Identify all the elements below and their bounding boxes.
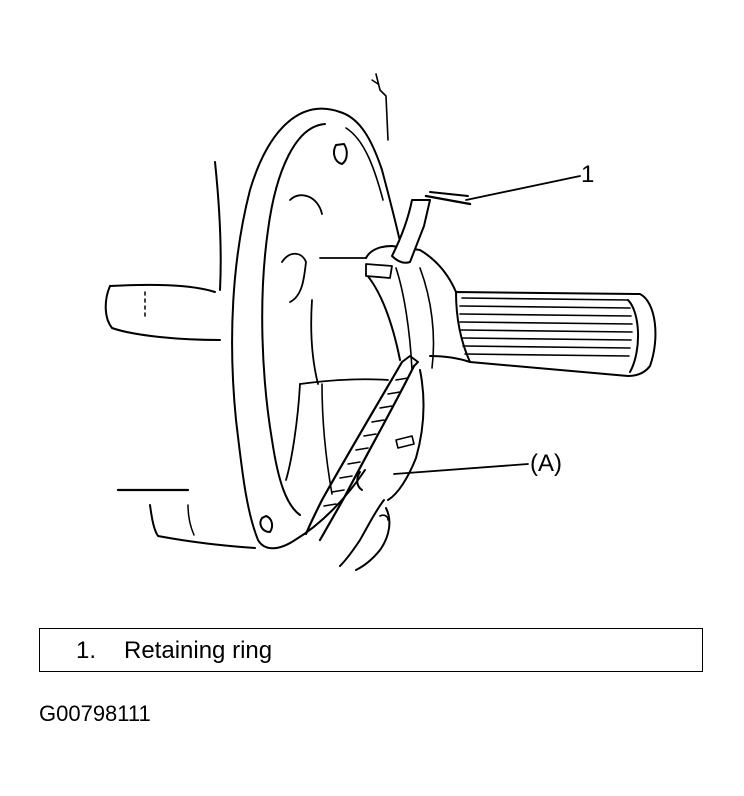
callout-label-1: 1: [581, 161, 595, 188]
legend-item: 1. Retaining ring: [76, 638, 272, 664]
retaining-ring: [365, 191, 472, 279]
callout-label-a: (A): [530, 450, 562, 477]
spline-barrel: [455, 291, 657, 377]
legend-item-number: 1.: [76, 637, 97, 664]
legend-box: 1. Retaining ring: [39, 628, 703, 672]
figure-code: G00798111: [39, 701, 151, 726]
transfer-case-illustration: [104, 73, 657, 571]
bolt-hole-top: [333, 143, 348, 165]
snap-ring-pliers: [304, 355, 425, 571]
output-shaft: [365, 245, 657, 377]
housing-body: [104, 161, 256, 549]
bolt-hole-bottom: [259, 515, 274, 533]
callout-a-leader: [393, 463, 529, 475]
flange-plate: [231, 73, 405, 550]
legend-item-label: Retaining ring: [124, 637, 273, 664]
callout-1-leader: [465, 175, 581, 201]
